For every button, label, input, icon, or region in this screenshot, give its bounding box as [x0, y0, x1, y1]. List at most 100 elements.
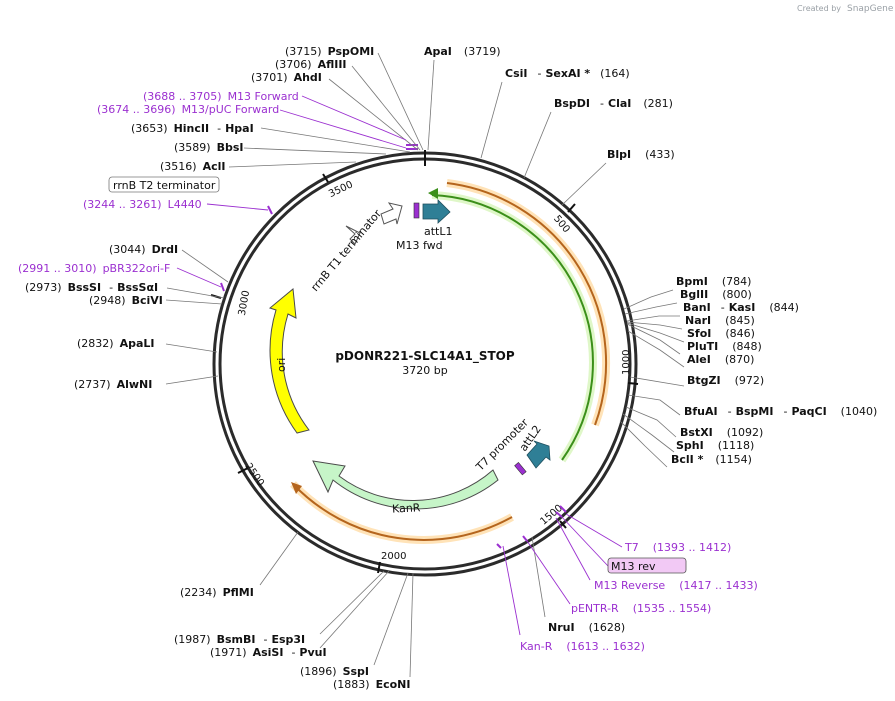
- primer-kanr-range: (1613 .. 1632): [566, 640, 645, 653]
- site-bfuai-pos: (1040): [841, 405, 878, 418]
- site-alei-pos: (870): [725, 353, 755, 366]
- primer-pentr-range: (1535 .. 1554): [633, 602, 712, 615]
- site-bspmi-name: BspMI: [736, 405, 774, 418]
- site-sfoi-name: SfoI: [687, 327, 711, 340]
- svg-text:M13 Reverse(1417 .. 1433): M13 Reverse(1417 .. 1433): [594, 579, 758, 592]
- site-nari-pos: (845): [725, 314, 755, 327]
- orange-arc-right-line: [446, 182, 608, 426]
- svg-text:(3044)DrdI: (3044) DrdI: [109, 243, 178, 256]
- site-bstxi-pos: (1092): [727, 426, 764, 439]
- leader-lines-primers: [176, 95, 623, 636]
- site-drdi-pos: (3044): [109, 243, 146, 256]
- svg-text:(1987)BsmBI-Esp3I: (1987) BsmBI-Esp3I: [174, 633, 305, 646]
- primer-m13fwd-range: (3688 .. 3705): [143, 90, 222, 103]
- site-pflmi-name: PflMI: [223, 586, 254, 599]
- site-btgzi-name: BtgZI: [687, 374, 721, 387]
- site-bsssi-pos: (2973): [25, 281, 62, 294]
- site-pluti-name: PluTI: [687, 340, 718, 353]
- site-bglii-pos: (800): [722, 288, 752, 301]
- site-bbsi-name: BbsI: [217, 141, 244, 154]
- site-ahdi-pos: (3701): [251, 71, 288, 84]
- svg-text:(3674 .. 3696)M13/pUC Forward: (3674 .. 3696)M13/pUC Forward: [97, 103, 279, 116]
- site-drdi-name: DrdI: [152, 243, 179, 256]
- site-bani-name: BanI: [683, 301, 711, 314]
- site-esp3i-name: Esp3I: [271, 633, 305, 646]
- site-sspi-name: SspI: [343, 665, 369, 678]
- svg-text:(3706)AflIII: (3706)AflIII: [275, 58, 347, 71]
- site-sphi-pos: (1118): [718, 439, 755, 452]
- site-bfuai-name: BfuAI: [684, 405, 718, 418]
- green-arc-line: [431, 194, 594, 461]
- svg-text:BanI-KasI(844): BanI-KasI(844): [683, 301, 799, 314]
- site-bsssai-name: BssSαI: [117, 281, 158, 294]
- svg-text:(2973)BssSI-BssSαI: (2973)BssSI-BssSαI: [25, 281, 158, 294]
- site-acli-pos: (3516): [160, 160, 197, 173]
- attl1-arrow: [422, 199, 451, 224]
- svg-text:AleI(870): AleI(870): [687, 353, 754, 366]
- site-sfoi-pos: (846): [725, 327, 755, 340]
- site-asisi-name: AsiSI: [253, 646, 284, 659]
- rrnb-t2-label: rrnB T2 terminator: [113, 179, 216, 192]
- site-hincii-name: HincII: [174, 122, 210, 135]
- svg-text:(1896)SspI: (1896)SspI: [300, 665, 369, 678]
- site-hincii-sep: -: [217, 122, 221, 135]
- svg-text:(3589)BbsI: (3589)BbsI: [174, 141, 243, 154]
- svg-text:BglII(800): BglII(800): [680, 288, 752, 301]
- svg-text:CsiI-SexAI *(164): CsiI-SexAI *(164): [505, 67, 630, 80]
- ori-arrow: [268, 288, 310, 434]
- svg-text:BspDI-ClaI(281): BspDI-ClaI(281): [554, 97, 673, 110]
- site-apali-name: ApaLI: [120, 337, 155, 350]
- site-csii-name: CsiI: [505, 67, 527, 80]
- site-acli-name: AclI: [203, 160, 226, 173]
- site-nrui-name: NruI: [548, 621, 575, 634]
- site-clai-name: ClaI: [608, 97, 631, 110]
- primer-m13fwd-name: M13 Forward: [228, 90, 299, 103]
- tick-label-3000: 3000: [237, 290, 252, 317]
- green-arc-head: [428, 188, 438, 199]
- rrnb-t2-arrow: [345, 225, 361, 245]
- site-pflmi-pos: (2234): [180, 586, 217, 599]
- site-bsmbi-pos: (1987): [174, 633, 211, 646]
- m13-rev-label: M13 rev: [611, 560, 656, 573]
- site-labels-right: ApaI(3719) CsiI-SexAI *(164) BspDI-ClaI(…: [424, 45, 877, 634]
- site-bsmbi-sep: -: [263, 633, 267, 646]
- svg-text:Kan-R(1613 .. 1632): Kan-R (1613 .. 1632): [520, 640, 645, 653]
- svg-text:(2948)BciVI: (2948)BciVI: [89, 294, 163, 307]
- site-bpmi-name: BpmI: [676, 275, 708, 288]
- svg-text:ApaI(3719): ApaI(3719): [424, 45, 500, 58]
- site-bsmbi-name: BsmBI: [217, 633, 256, 646]
- tick-label-1000: 1000: [621, 350, 632, 375]
- site-bcivi-pos: (2948): [89, 294, 126, 307]
- site-apai-name: ApaI: [424, 45, 452, 58]
- svg-text:(2991 .. 3010)pBR322ori-F: (2991 .. 3010)pBR322ori-F: [18, 262, 170, 275]
- primer-l4440-range: (3244 .. 3261): [83, 198, 162, 211]
- svg-text:NarI(845): NarI(845): [685, 314, 755, 327]
- site-hpai-name: HpaI: [225, 122, 254, 135]
- primer-kanr-name: Kan-R: [520, 640, 553, 653]
- svg-text:(3653)HincII-HpaI: (3653)HincII-HpaI: [131, 122, 254, 135]
- svg-text:(3701)AhdI: (3701)AhdI: [251, 71, 322, 84]
- primer-m13rev-range: (1417 .. 1433): [679, 579, 758, 592]
- site-sexai-name: SexAI *: [545, 67, 590, 80]
- site-pluti-pos: (848): [732, 340, 762, 353]
- site-bstxi-name: BstXI: [680, 426, 713, 439]
- site-kasi-name: KasI: [729, 301, 756, 314]
- site-econi-name: EcoNI: [376, 678, 411, 691]
- site-blpi-name: BlpI: [607, 148, 631, 161]
- primer-pentr-name: pENTR-R: [571, 602, 619, 615]
- attl1-label: attL1: [424, 225, 453, 238]
- site-afliii-pos: (3706): [275, 58, 312, 71]
- svg-text:BfuAI-BspMI-PaqCI(1040): BfuAI-BspMI-PaqCI(1040): [684, 405, 877, 418]
- kanr-label: KanR: [392, 501, 421, 515]
- kanr-arrow: [312, 460, 499, 510]
- site-blpi-pos: (433): [645, 148, 675, 161]
- site-csii-pos: (164): [600, 67, 630, 80]
- site-psp-pos: (3715): [285, 45, 322, 58]
- svg-text:NruI(1628): NruI(1628): [548, 621, 625, 634]
- site-bpmi-pos: (784): [722, 275, 752, 288]
- m13fwd-label: M13 fwd: [396, 239, 443, 252]
- site-pspomi-name: PspOMI: [328, 45, 375, 58]
- primer-pbr322-name: pBR322ori-F: [103, 262, 171, 275]
- svg-text:PluTI(848): PluTI (848): [687, 340, 762, 353]
